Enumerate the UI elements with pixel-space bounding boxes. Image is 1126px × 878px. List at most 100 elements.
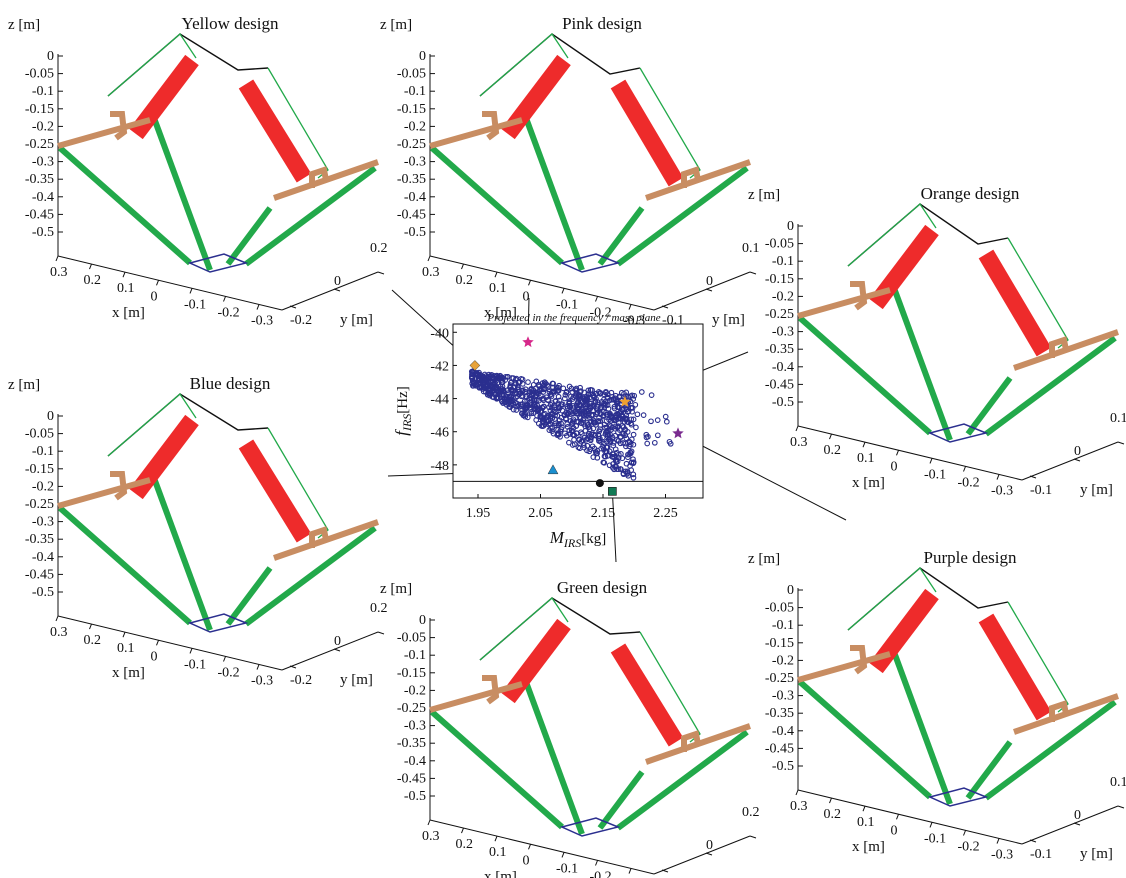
z-tick-label: -0.3 — [32, 515, 54, 530]
z-tick-label: -0.25 — [25, 497, 54, 512]
x-tick-mark — [461, 827, 464, 834]
x-axis-line — [429, 819, 655, 875]
data-point — [549, 404, 555, 411]
x-tick-mark — [929, 458, 933, 464]
data-point — [604, 444, 611, 451]
leg-4 — [244, 165, 377, 267]
data-point — [654, 432, 661, 439]
data-point — [548, 425, 554, 432]
x-tick-mark — [795, 789, 799, 796]
x-tick-label: 0.3 — [422, 829, 440, 844]
data-point — [502, 377, 509, 383]
x-tick-mark — [862, 806, 866, 812]
z-tick-label: -0.05 — [765, 601, 794, 616]
design-marker-green — [608, 487, 617, 496]
x-tick-mark — [427, 255, 431, 262]
right-frame-wire — [639, 67, 701, 179]
x-tick-mark — [795, 425, 799, 432]
data-point — [564, 424, 571, 430]
y-tick-mark — [1029, 839, 1037, 843]
data-point — [509, 388, 516, 394]
data-point — [563, 389, 570, 396]
x-tick-mark — [55, 255, 59, 262]
x-tick-mark — [561, 852, 565, 858]
y-tick-mark — [1073, 458, 1081, 462]
z-axis-label: z [m] — [8, 377, 40, 393]
x-tick-mark — [528, 280, 531, 286]
x-tick-mark — [494, 836, 498, 842]
right-frame-wire — [267, 427, 329, 539]
data-point — [588, 434, 595, 441]
data-point — [582, 423, 589, 430]
data-point — [569, 442, 576, 448]
z-tick-label: -0.1 — [772, 618, 794, 633]
data-point — [607, 423, 614, 430]
data-point — [648, 418, 654, 425]
data-point — [555, 430, 561, 437]
data-point — [622, 432, 629, 439]
data-point — [608, 396, 615, 403]
data-point — [485, 371, 492, 378]
data-point — [516, 391, 522, 397]
x-tick-label: -0.1 — [924, 467, 946, 482]
data-point — [566, 399, 572, 406]
y-tick-mark — [377, 271, 385, 275]
x-tick-mark — [829, 797, 832, 804]
z-tick-label: -0.2 — [32, 479, 54, 494]
arm-left — [429, 117, 523, 149]
panel-title: Orange design — [921, 184, 1020, 203]
data-point — [599, 434, 606, 441]
data-point — [578, 388, 584, 394]
x-tick-mark — [963, 466, 966, 472]
data-point — [570, 403, 576, 409]
x-tick-mark — [55, 615, 59, 622]
data-point — [598, 439, 604, 445]
y-tick-mark — [749, 271, 757, 275]
y-tick-label: -0.2 — [290, 313, 312, 328]
data-point — [510, 401, 516, 407]
data-point — [621, 419, 628, 425]
y-tick-mark — [1117, 441, 1125, 445]
data-point — [555, 393, 562, 400]
x-tick-mark — [223, 656, 226, 662]
y-label-main: f — [392, 429, 411, 436]
data-point — [580, 417, 586, 423]
data-point — [630, 431, 637, 438]
data-point — [620, 470, 627, 477]
arm-left-bracket — [850, 281, 868, 311]
arm-right-bracket — [681, 730, 701, 752]
data-point — [518, 376, 525, 382]
data-point — [630, 456, 636, 463]
z-tick-label: -0.2 — [404, 683, 426, 698]
x-label-sub: IRS — [563, 536, 581, 550]
y-tick-label: 0 — [334, 274, 341, 289]
data-point — [493, 378, 499, 384]
data-point — [609, 451, 616, 457]
data-point — [513, 407, 520, 413]
x-tick-mark — [223, 296, 226, 302]
data-point — [551, 416, 558, 422]
leg-2 — [891, 650, 953, 806]
y-tick-mark — [705, 852, 713, 856]
data-point — [563, 410, 569, 416]
data-point — [587, 437, 594, 444]
leg-3 — [225, 566, 273, 626]
leg-2 — [523, 680, 585, 836]
scatter-chart: Projected in the frequency / mass plane1… — [392, 312, 704, 550]
data-point — [503, 396, 510, 402]
y-label-unit: [Hz] — [395, 386, 411, 413]
data-point — [579, 411, 586, 417]
leg-2 — [891, 286, 953, 442]
z-tick-label: -0.1 — [32, 84, 54, 99]
z-tick-label: 0 — [787, 219, 794, 234]
z-tick-label: -0.35 — [397, 736, 426, 751]
data-point — [597, 426, 603, 433]
y-tick-label: -0.1 — [1030, 483, 1052, 498]
x-tick-label: 0.2 — [456, 837, 474, 852]
data-point — [517, 401, 524, 408]
data-point — [627, 449, 634, 456]
